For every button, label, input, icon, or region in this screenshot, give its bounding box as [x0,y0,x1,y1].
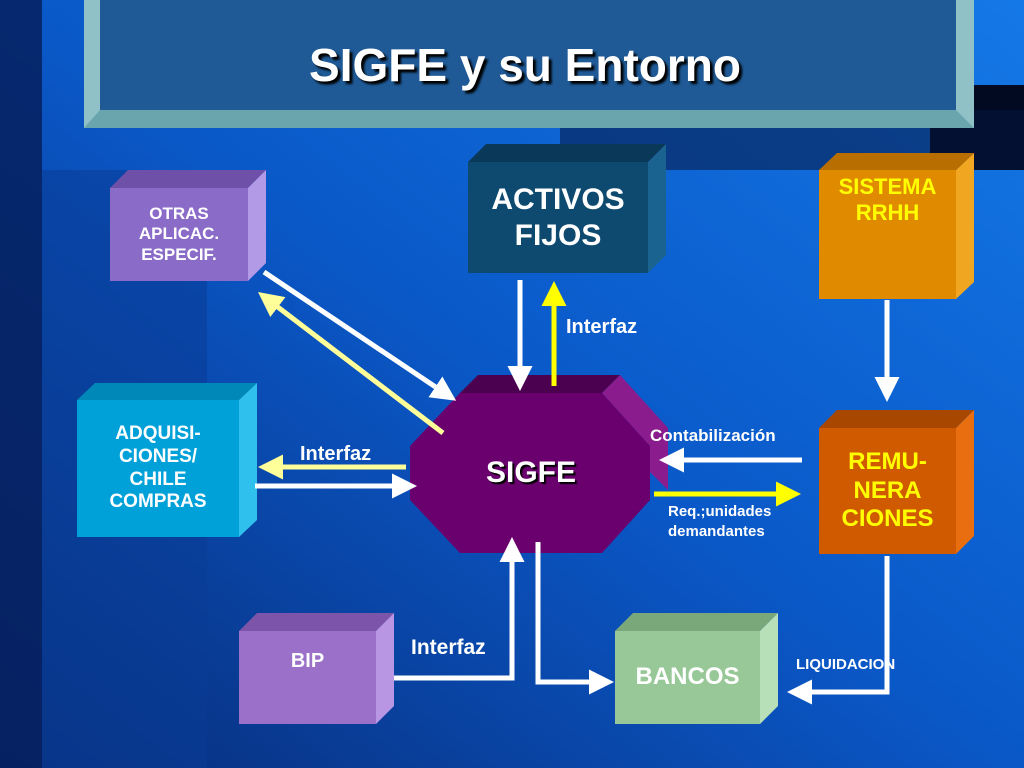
edge-label-contabilizacion: Contabilización [650,426,776,445]
sigfe-side-face [602,375,668,490]
bip-side-face [376,613,394,724]
arrows [255,269,900,705]
sistema-top-face [819,153,974,170]
remuneraciones-side-face [956,410,974,554]
adquisiciones-front-face [77,400,239,537]
bancos-box [615,613,778,724]
arrow-otras-to-sigfe [262,269,457,401]
sistema-front-face [819,170,956,299]
arrow-bip-to-sigfe [394,537,525,681]
bancos-label: BANCOS [635,663,740,691]
adquisiciones-top-face [77,383,257,400]
bip-label: BIP [290,650,325,672]
otras-front-face [110,188,248,281]
otras-top-face [110,170,266,188]
sigfe-front-face [410,393,650,553]
edge-label-interfaz-adquisiciones: Interfaz [300,443,372,465]
sistema-label: SISTEMA RRHH [838,174,937,226]
slide-title: SIGFE y su Entorno [309,39,741,91]
sigfe-top-face [460,375,620,393]
activos-front-face [468,162,648,273]
bancos-top-face [615,613,778,631]
edge-label-req-unidades: Req.;unidades demandantes [668,503,772,540]
otras-side-face [248,170,266,281]
edge-label-liquidacion: LIQUIDACION [796,656,896,673]
activos-fijos-box [468,144,666,273]
arrow-sigfe-to-otras [258,291,445,435]
otras-label: OTRAS APLICAC. ESPECIF. [138,203,220,264]
remuneraciones-front-face [819,428,956,554]
activos-label: ACTIVOS FIJOS [491,182,625,252]
adquisiciones-side-face [239,383,257,537]
bancos-front-face [615,631,760,724]
activos-side-face [648,144,666,273]
arrow-remuneraciones-to-bancos [787,556,890,705]
sistema-side-face [956,153,974,299]
sigfe-octagon [410,375,668,553]
bip-top-face [239,613,394,631]
adquisiciones-label: ADQUISI- CIONES/ CHILE COMPRAS [109,422,207,513]
arrow-sigfe-to-bancos [535,542,614,695]
edge-label-interfaz-bip: Interfaz [411,636,486,659]
remuneraciones-top-face [819,410,974,428]
remuneraciones-label: REMU- NERA CIONES [841,447,934,533]
otras-aplicaciones-box [110,170,266,281]
bancos-side-face [760,613,778,724]
adquisiciones-box [77,383,257,537]
remuneraciones-box [819,410,974,554]
sistema-rrhh-box [819,153,974,299]
edge-label-interfaz-activos: Interfaz [566,316,638,338]
sigfe-label: SIGFE [485,456,576,489]
bip-box [239,613,394,724]
activos-top-face [468,144,666,162]
bip-front-face [239,631,376,724]
